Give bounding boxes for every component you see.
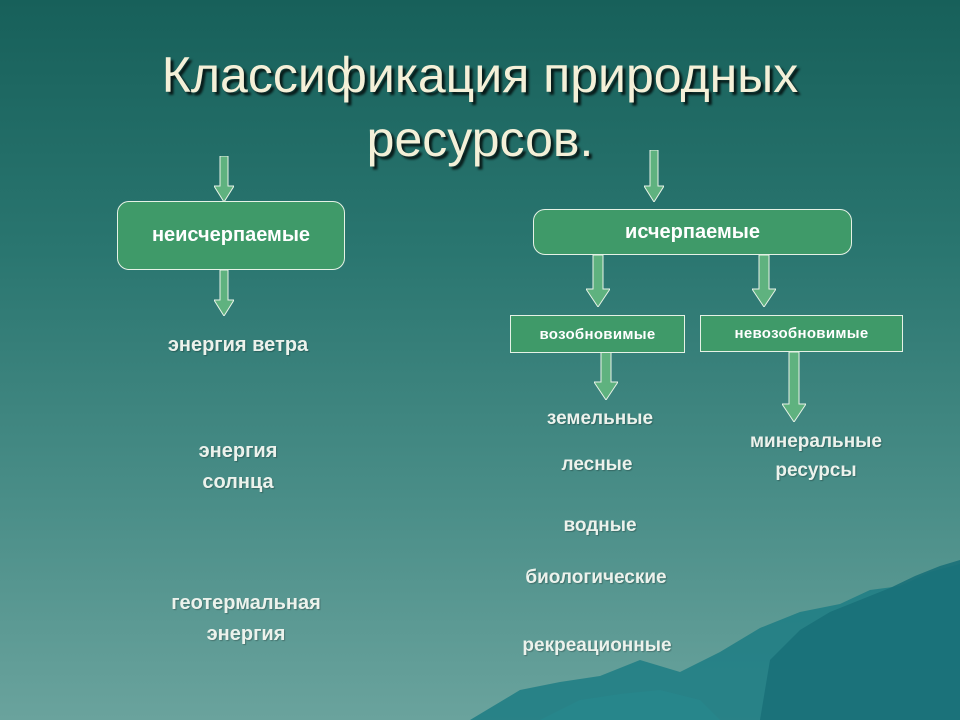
solar-energy-text-line2: солнца <box>202 471 274 493</box>
geothermal-energy-text-line1: геотермальная <box>171 592 321 614</box>
arrow-down-icon <box>782 352 806 422</box>
solar-energy-text-line1: энергия <box>198 440 278 462</box>
arrow-down-icon <box>586 255 610 307</box>
page-title-line-2: ресурсов. <box>366 111 594 167</box>
water-resources-text: водные <box>563 515 637 536</box>
renewable-box: возобновимые <box>510 315 685 353</box>
arrow-down-icon <box>214 270 234 316</box>
wind-energy-text: энергия ветра <box>167 334 309 356</box>
exhaustible-box: исчерпаемые <box>533 209 852 255</box>
biological-resources-text: биологические <box>525 567 667 588</box>
arrow-down-icon <box>644 150 664 202</box>
recreational-resources-text: рекреационные <box>522 635 672 656</box>
arrow-down-icon <box>214 156 234 202</box>
page-title-line-1: Классификация природных <box>161 47 799 103</box>
mineral-resources-text-line2: ресурсы <box>775 460 857 481</box>
land-resources-text: земельные <box>546 408 654 429</box>
mineral-resources-text-line1: минеральные <box>750 431 882 452</box>
inexhaustible-box: неисчерпаемые <box>117 201 345 270</box>
geothermal-energy-text-line2: энергия <box>206 623 286 645</box>
forest-resources-text: лесные <box>561 454 633 475</box>
nonrenewable-box: невозобновимые <box>700 315 903 352</box>
arrow-down-icon <box>594 352 618 400</box>
arrow-down-icon <box>752 255 776 307</box>
